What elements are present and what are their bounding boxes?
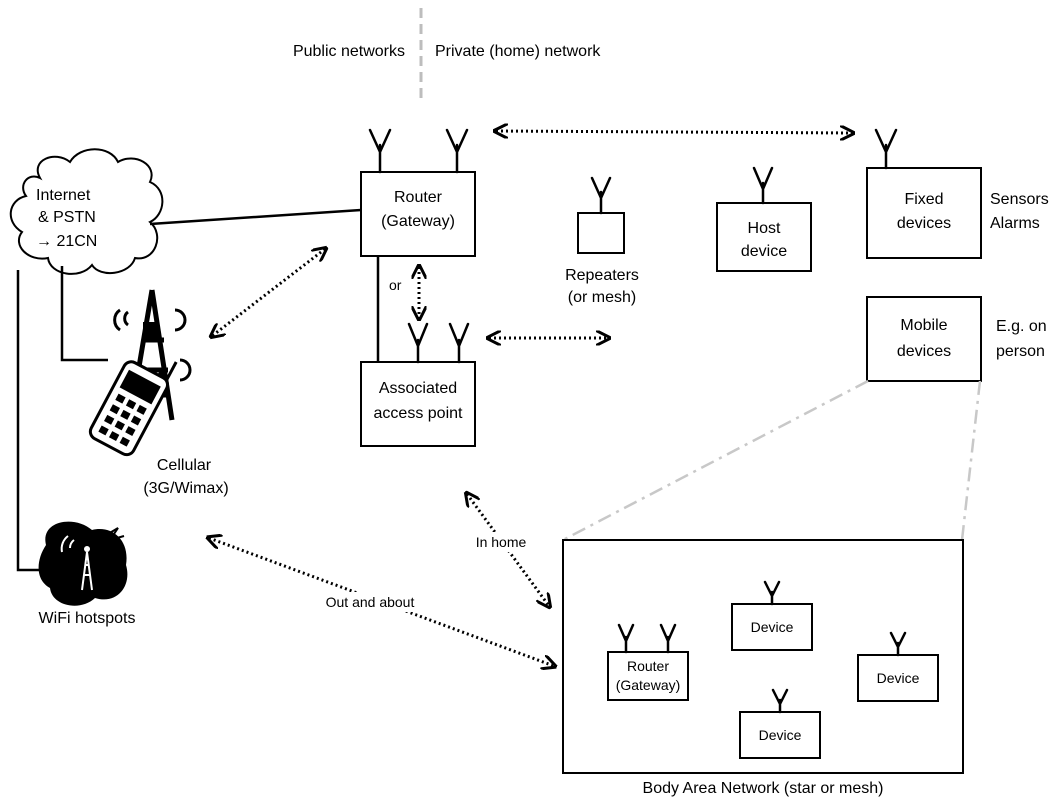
wifi-hotspot-icon: [38, 521, 128, 606]
ban-device-2-label: Device: [877, 670, 920, 686]
access-point-box: [360, 361, 476, 447]
fixed-line2: devices: [897, 215, 951, 232]
router-antenna-icon: [368, 128, 469, 174]
mobile-devices-box: [866, 296, 982, 382]
repeater-box: [577, 212, 625, 254]
host-device-box: [716, 202, 812, 272]
cellular-line2: (3G/Wimax): [143, 480, 228, 497]
fixed-antenna-icon: [874, 128, 898, 170]
router-box: [360, 171, 476, 257]
person-line1: E.g. on: [996, 318, 1047, 335]
ban-caption: Body Area Network (star or mesh): [643, 780, 884, 797]
host-line1: Host: [748, 220, 781, 237]
ban-device-3-antenna-icon: [771, 688, 789, 714]
router-line2: (Gateway): [381, 213, 455, 230]
private-network-label: Private (home) network: [435, 43, 601, 60]
fixed-devices-box: [866, 167, 982, 259]
ban-router-antenna-icon: [617, 623, 677, 654]
fixed-line1: Fixed: [904, 191, 943, 208]
arrow-router-fixed: [496, 131, 852, 133]
ban-device-1: [731, 603, 813, 651]
access-point-line2: access point: [374, 405, 463, 422]
mobile-ban-line-left: [562, 379, 869, 542]
ban-device-1-antenna-icon: [763, 580, 781, 606]
cloud-line3: → 21CN: [36, 233, 97, 250]
sensors-line1: Sensors: [990, 191, 1049, 208]
cellular-line1: Cellular: [157, 457, 212, 474]
wifi-hotspots-label: WiFi hotspots: [39, 610, 136, 627]
cellular-tower-phone-icon: [88, 289, 192, 457]
mobile-line2: devices: [897, 343, 951, 360]
access-point-antenna-icon: [407, 322, 470, 364]
public-networks-label: Public networks: [293, 43, 405, 60]
ban-router-line2: (Gateway): [616, 677, 681, 693]
access-point-line1: Associated: [379, 380, 457, 397]
cloud-wifi-link: [16, 270, 50, 572]
cloud-cellular-link: [60, 266, 108, 362]
cloud-router-link: [149, 208, 362, 226]
ban-device-3-label: Device: [759, 727, 802, 743]
host-line2: device: [741, 243, 787, 260]
sensors-line2: Alarms: [990, 215, 1040, 232]
ban-device-2: [857, 654, 939, 702]
host-antenna-icon: [752, 166, 774, 205]
ban-device-1-label: Device: [751, 619, 794, 635]
arrow-router-cellular: [212, 249, 325, 336]
ban-router-line1: Router: [627, 658, 669, 674]
ban-device-3: [739, 711, 821, 759]
repeaters-line2: (or mesh): [568, 289, 636, 306]
mobile-line1: Mobile: [900, 317, 947, 334]
in-home-label: In home: [476, 534, 527, 550]
ban-router-box: [607, 651, 689, 701]
ban-device-2-antenna-icon: [889, 631, 907, 657]
cloud-line2: & PSTN: [38, 209, 96, 226]
out-and-about-label: Out and about: [326, 594, 415, 610]
mobile-ban-line-right: [960, 380, 982, 541]
repeaters-line1: Repeaters: [565, 267, 639, 284]
arrow-out-and-about: [209, 538, 554, 666]
router-line1: Router: [394, 189, 443, 206]
person-line2: person: [996, 343, 1045, 360]
internet-cloud: [9, 148, 164, 275]
or-label: or: [389, 277, 402, 293]
repeater-antenna-icon: [590, 176, 612, 215]
cloud-line1: Internet: [36, 187, 91, 204]
